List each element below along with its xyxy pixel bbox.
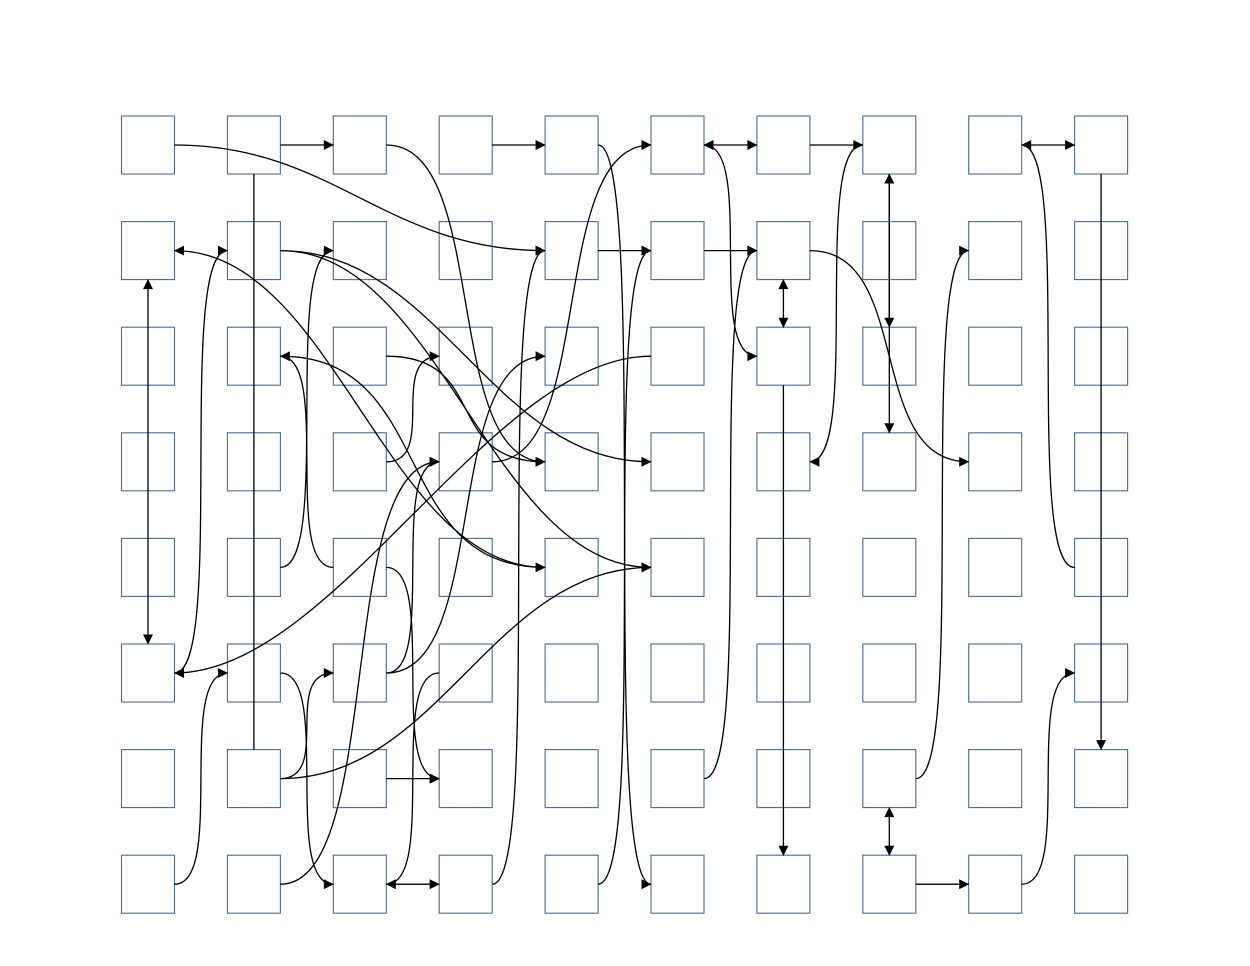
node-r1-c2 <box>332 221 387 281</box>
node-r5-c7 <box>862 643 917 703</box>
node-r7-c6 <box>756 854 811 914</box>
node-r1-c0 <box>120 221 176 281</box>
edge-9 <box>809 144 863 467</box>
edge-3 <box>386 144 546 467</box>
edge-27 <box>280 245 334 569</box>
node-r2-c5 <box>650 326 705 386</box>
edge-46 <box>492 245 546 885</box>
edge-0 <box>174 144 546 256</box>
node-r4-c5 <box>650 537 705 597</box>
edge-22 <box>386 355 546 467</box>
node-r0-c2 <box>332 115 387 175</box>
node-r6-c4 <box>544 749 599 809</box>
node-r0-c1 <box>226 115 281 175</box>
edge-25 <box>386 351 440 463</box>
node-r7-c0 <box>120 854 176 914</box>
edge-43 <box>174 668 228 885</box>
node-r4-c3 <box>438 537 493 597</box>
edge-40 <box>703 245 758 780</box>
node-r6-c7 <box>862 749 917 809</box>
edge-30 <box>174 245 546 569</box>
node-r6-c5 <box>650 749 705 809</box>
edge-47 <box>597 245 652 885</box>
edge-37 <box>280 668 334 780</box>
node-r5-c5 <box>650 643 705 703</box>
node-r4-c7 <box>862 537 917 597</box>
edge-49 <box>1021 668 1076 885</box>
edge-29 <box>386 566 440 784</box>
node-r0-c8 <box>968 115 1023 175</box>
edge-28 <box>279 351 334 569</box>
node-r7-c1 <box>226 854 281 914</box>
node-r6-c9 <box>1074 749 1129 809</box>
node-r2-c6 <box>756 326 811 386</box>
node-r7-c7 <box>862 854 917 914</box>
node-r0-c5 <box>650 115 705 175</box>
node-r5-c8 <box>968 643 1023 703</box>
node-r1-c3 <box>438 221 493 281</box>
edge-21 <box>280 355 546 573</box>
node-r0-c7 <box>862 115 917 175</box>
edge-31 <box>1021 140 1075 569</box>
node-r6-c2 <box>332 749 387 809</box>
node-r3-c5 <box>650 432 705 492</box>
node-r7-c2 <box>332 854 387 914</box>
node-r7-c9 <box>1074 854 1129 914</box>
node-r5-c0 <box>120 643 176 703</box>
node-r6-c0 <box>120 749 176 809</box>
edge-42 <box>915 245 970 780</box>
edge-23 <box>174 355 652 678</box>
node-r1-c6 <box>756 221 811 281</box>
edge-layer <box>143 140 1107 890</box>
node-r2-c4 <box>544 326 599 386</box>
edge-34 <box>386 456 440 674</box>
node-r7-c5 <box>650 854 705 914</box>
node-r5-c4 <box>544 643 599 703</box>
node-r6-c8 <box>968 749 1023 809</box>
node-r3-c7 <box>862 432 917 492</box>
node-r1-c4 <box>544 221 599 281</box>
edge-33 <box>280 672 334 890</box>
node-r0-c3 <box>438 115 493 175</box>
node-r3-c4 <box>544 432 599 492</box>
edge-16 <box>280 249 652 467</box>
edge-44 <box>280 456 440 885</box>
node-r4-c8 <box>968 537 1023 597</box>
node-r7-c4 <box>544 854 599 914</box>
node-r1-c8 <box>968 221 1023 281</box>
node-r3-c8 <box>968 432 1023 492</box>
node-r6-c1 <box>226 749 281 809</box>
edge-20 <box>809 249 970 467</box>
node-r7-c8 <box>968 854 1023 914</box>
node-r2-c8 <box>968 326 1023 386</box>
node-r1-c5 <box>650 221 705 281</box>
node-r2-c2 <box>332 326 387 386</box>
edge-38 <box>280 562 652 780</box>
edge-32 <box>174 245 228 674</box>
node-r3-c2 <box>332 432 387 492</box>
edge-35 <box>386 351 546 674</box>
node-r7-c3 <box>438 854 493 914</box>
node-r4-c4 <box>544 537 599 597</box>
edge-26 <box>492 140 652 463</box>
node-r0-c9 <box>1074 115 1129 175</box>
node-r0-c4 <box>544 115 599 175</box>
node-r0-c0 <box>120 115 176 175</box>
node-r0-c6 <box>756 115 811 175</box>
node-r6-c3 <box>438 749 493 809</box>
